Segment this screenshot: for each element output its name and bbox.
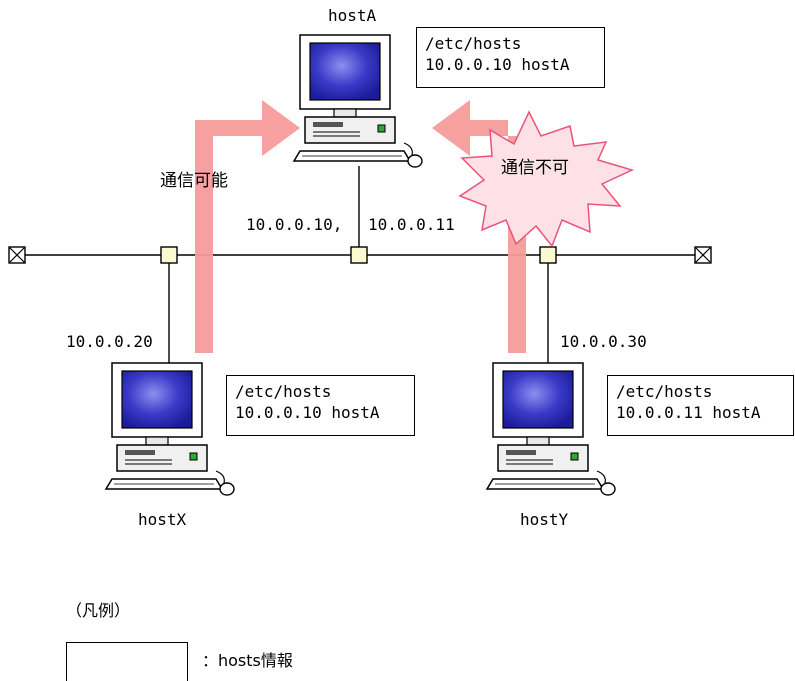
hosts-file-path: /etc/hosts (235, 382, 332, 401)
burst-shape (458, 110, 635, 248)
node-hostX (160, 246, 178, 264)
terminator-right (694, 246, 712, 264)
hostX-name: hostX (138, 510, 187, 529)
legend-title: （凡例） (66, 601, 131, 620)
hostY-name: hostY (520, 510, 569, 529)
computer-hostY (486, 362, 616, 496)
computer-hostX (105, 362, 235, 496)
hosts-file-hostA: /etc/hosts 10.0.0.10 hostA (416, 27, 605, 88)
node-hostA (350, 246, 368, 264)
terminator-left (8, 246, 26, 264)
hostY-ip: 10.0.0.30 (560, 332, 647, 351)
hosts-file-hostY: /etc/hosts 10.0.0.11 hostA (607, 375, 794, 436)
hostX-ip: 10.0.0.20 (66, 332, 153, 351)
hosts-file-path: /etc/hosts (616, 382, 713, 401)
hostA-ip-2: 10.0.0.11 (368, 215, 455, 234)
hosts-file-hostX: /etc/hosts 10.0.0.10 hostA (226, 375, 415, 436)
hosts-file-path: /etc/hosts (425, 34, 522, 53)
hosts-file-entry: 10.0.0.10 hostA (235, 403, 380, 422)
arrow-communicable (195, 100, 300, 353)
hosts-file-entry: 10.0.0.11 hostA (616, 403, 761, 422)
arrow-not-communicable (432, 100, 526, 353)
legend-box (66, 642, 188, 681)
node-hostY (539, 246, 557, 264)
computer-hostA (293, 34, 423, 168)
hostA-ip-1: 10.0.0.10, (246, 215, 343, 234)
not-communicable-label: 通信不可 (501, 158, 569, 178)
hostA-name: hostA (328, 6, 377, 25)
hosts-file-entry: 10.0.0.10 hostA (425, 55, 570, 74)
communicable-label: 通信可能 (160, 171, 228, 191)
legend-box-description: ：hosts情報 (202, 651, 293, 670)
